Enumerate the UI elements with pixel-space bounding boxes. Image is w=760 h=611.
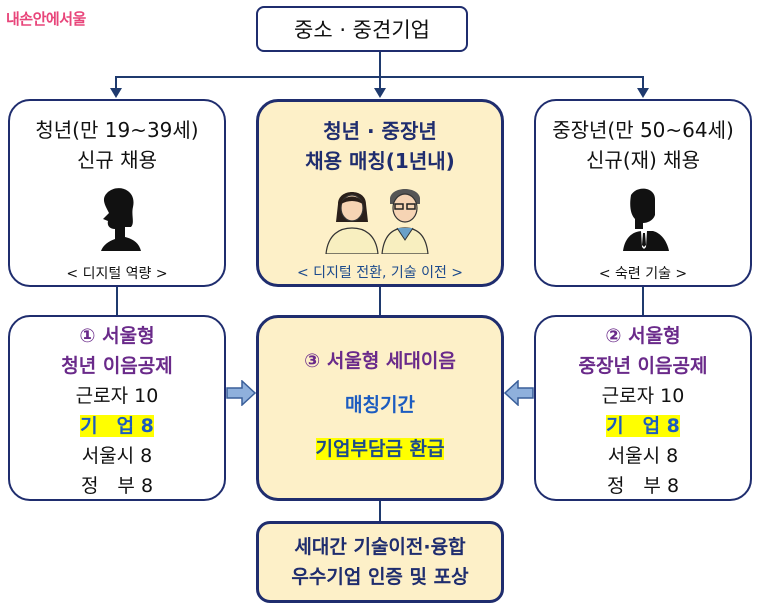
youth-hire-box: 청년(만 19~39세) 신규 채용 < 디지털 역량 > — [8, 99, 226, 287]
connector-center-down — [379, 76, 381, 90]
connector-right-down — [642, 76, 644, 90]
connector-bottom — [379, 501, 381, 521]
arrow-left-icon — [504, 380, 534, 406]
senior-fund-title2: 중장년 이음공제 — [578, 355, 708, 377]
senior-hire-box: 중장년(만 50~64세) 신규(재) 채용 < 숙련 기술 > — [534, 99, 752, 287]
senior-hire-line1: 중장년(만 50~64세) — [552, 118, 734, 142]
senior-fund-company: 기 업 8 — [606, 415, 680, 437]
youth-skill: < 디지털 역량 > — [66, 266, 168, 282]
youth-hire-line1: 청년(만 19~39세) — [35, 118, 199, 142]
youth-fund-box: ① 서울형 청년 이음공제 근로자 10 기 업 8 서울시 8 정 부 8 — [8, 315, 226, 501]
senior-fund-city: 서울시 8 — [607, 445, 679, 467]
youth-fund-gov: 정 부 8 — [80, 475, 154, 497]
connector-top-vertical — [379, 52, 381, 78]
man-in-suit-silhouette-icon — [536, 185, 750, 255]
seoul-logo: 내손안에서울 — [6, 10, 86, 28]
generation-link-box: ③ 서울형 세대이음 매칭기간 기업부담금 환급 — [256, 315, 504, 501]
matching-skill: < 디지털 전환, 기술 이전 > — [296, 265, 464, 281]
company-share-refund: 기업부담금 환급 — [315, 438, 445, 460]
youth-fund-title1: ① 서울형 — [79, 325, 155, 347]
youth-fund-title2: 청년 이음공제 — [61, 355, 173, 377]
arrow-right-icon — [226, 380, 256, 406]
award-box: 세대간 기술이전·융합 우수기업 인증 및 포상 — [256, 521, 504, 603]
connector-youth-fund — [116, 287, 118, 315]
connector-center-mid — [379, 287, 381, 315]
senior-hire-line2: 신규(재) 채용 — [586, 148, 700, 172]
senior-fund-title1: ② 서울형 — [605, 325, 681, 347]
senior-skill: < 숙련 기술 > — [598, 266, 688, 282]
youth-fund-worker: 근로자 10 — [75, 385, 159, 407]
arrowhead-left — [110, 88, 122, 98]
connector-senior-fund — [642, 287, 644, 315]
matching-period: 매칭기간 — [345, 394, 415, 416]
matching-line2: 채용 매칭(1년내) — [305, 149, 455, 173]
connector-left-down — [115, 76, 117, 90]
arrowhead-center — [374, 88, 386, 98]
senior-fund-gov: 정 부 8 — [606, 475, 680, 497]
youth-fund-city: 서울시 8 — [81, 445, 153, 467]
matching-line1: 청년 · 중장년 — [323, 119, 437, 143]
sme-box: 중소 · 중견기업 — [256, 6, 468, 52]
matching-box: 청년 · 중장년 채용 매칭(1년내) < 디지털 전환, 기술 이전 > — [256, 99, 504, 287]
award-line1: 세대간 기술이전·융합 — [294, 536, 466, 558]
senior-fund-box: ② 서울형 중장년 이음공제 근로자 10 기 업 8 서울시 8 정 부 8 — [534, 315, 752, 501]
sme-label: 중소 · 중견기업 — [294, 18, 430, 42]
youth-hire-line2: 신규 채용 — [77, 148, 157, 172]
arrowhead-right — [637, 88, 649, 98]
young-woman-older-man-icon — [259, 182, 501, 256]
woman-silhouette-icon — [10, 185, 224, 255]
senior-fund-worker: 근로자 10 — [601, 385, 685, 407]
award-line2: 우수기업 인증 및 포상 — [291, 566, 469, 588]
youth-fund-company: 기 업 8 — [80, 415, 154, 437]
generation-link-title: ③ 서울형 세대이음 — [304, 350, 456, 372]
